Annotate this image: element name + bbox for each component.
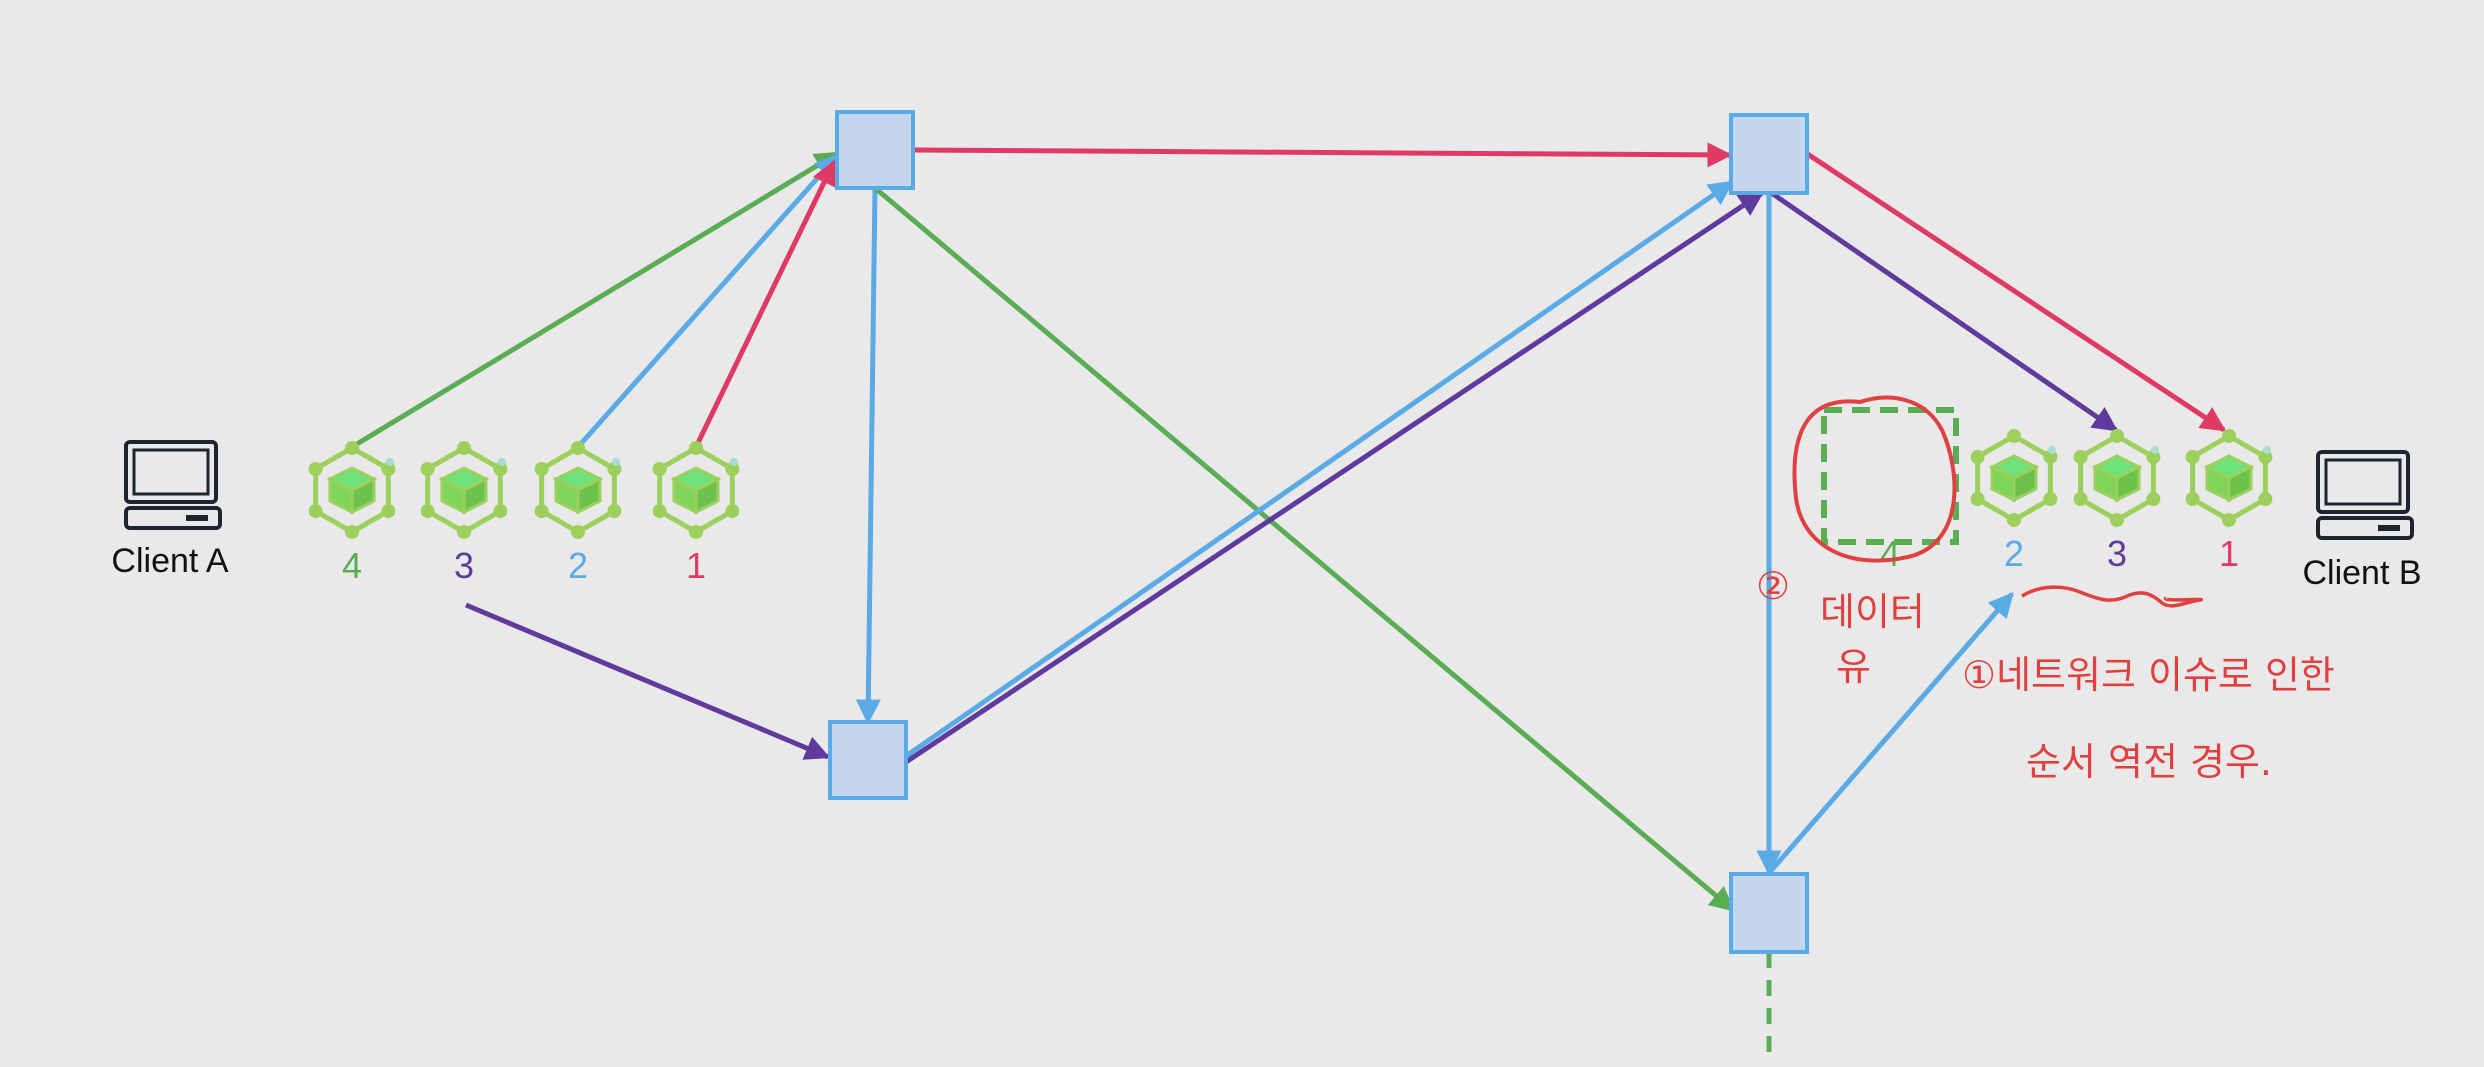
packet-b-1[interactable]: 2 [1970, 429, 2058, 574]
edge-green-packet4-n1 [350, 150, 841, 450]
node-layer [828, 110, 1809, 954]
node-n1[interactable] [835, 110, 915, 190]
packet-a-0[interactable]: 4 [308, 441, 396, 586]
edge-red-n1-n3 [912, 142, 1733, 168]
annotation-squiggle [2021, 585, 2204, 608]
edge-purple-n3-packet3 [1768, 189, 2119, 433]
edge-blue-n4-packet2 [1767, 592, 2014, 875]
packet-icon [2185, 429, 2273, 527]
laptop-icon [124, 440, 222, 530]
edge-purple-n2-n3 [904, 190, 1765, 765]
packet-number-label: 3 [454, 545, 474, 586]
packet-number-label: 2 [568, 545, 588, 586]
packet-queue-client-a: 4 3 2 1 [308, 441, 740, 586]
laptop-icon [2316, 450, 2414, 540]
packet-icon [420, 441, 508, 539]
packet-icon [1970, 429, 2058, 527]
annotation-note-1-line2: 순서 역전 경우. [2026, 740, 2272, 784]
packet-b-3[interactable]: 1 [2185, 429, 2273, 574]
packet-number-label: 2 [2004, 533, 2024, 574]
annotation-note-2-line2: 유 [1836, 645, 1871, 689]
annotation-layer: ② 데이터 유 ①네트워크 이슈로 인한 순서 역전 경우. [1756, 395, 2335, 784]
edge-layer [350, 142, 2227, 1062]
annotation-note-1-line1: ①네트워크 이슈로 인한 [1962, 653, 2335, 697]
annotation-note-2-line1: 데이터 [1820, 590, 1925, 634]
edge-blue-packet2-n1 [576, 153, 840, 449]
packet-number-label: 4 [1880, 533, 1900, 574]
packet-queue-client-b: 4 2 3 1 [1821, 407, 2273, 574]
packet-icon [308, 441, 396, 539]
packet-b-0[interactable]: 4 [1821, 407, 1959, 574]
edge-purple-packet3-n2 [465, 602, 831, 760]
annotation-circle [1792, 395, 1957, 563]
node-n3[interactable] [1729, 113, 1809, 195]
client-b[interactable]: Client B [2302, 450, 2422, 592]
edge-green-n1-n4 [873, 186, 1735, 912]
client-a-label: Client A [111, 542, 228, 580]
node-n2[interactable] [828, 720, 908, 800]
packet-number-label: 1 [2219, 533, 2239, 574]
packet-number-label: 3 [2107, 533, 2127, 574]
packet-icon [2073, 429, 2161, 527]
packet-a-2[interactable]: 2 [534, 441, 622, 586]
edge-red-n3-packet1 [1804, 150, 2227, 433]
packet-b-2[interactable]: 3 [2073, 429, 2161, 574]
client-a[interactable]: Client A [111, 440, 229, 580]
edge-red-packet1-n1 [693, 159, 837, 449]
packet-a-1[interactable]: 3 [420, 441, 508, 586]
missing-packet-box [1821, 407, 1959, 545]
packet-icon [534, 441, 622, 539]
packet-number-label: 4 [342, 545, 362, 586]
packet-icon [652, 441, 740, 539]
edge-blue-n2-n3 [904, 179, 1735, 759]
packet-a-3[interactable]: 1 [652, 441, 740, 586]
node-n4[interactable] [1729, 872, 1809, 954]
client-b-label: Client B [2302, 554, 2421, 592]
edge-blue-n1-n2 [855, 187, 881, 725]
annotation-number-2: ② [1756, 564, 1790, 608]
packet-number-label: 1 [686, 545, 706, 586]
